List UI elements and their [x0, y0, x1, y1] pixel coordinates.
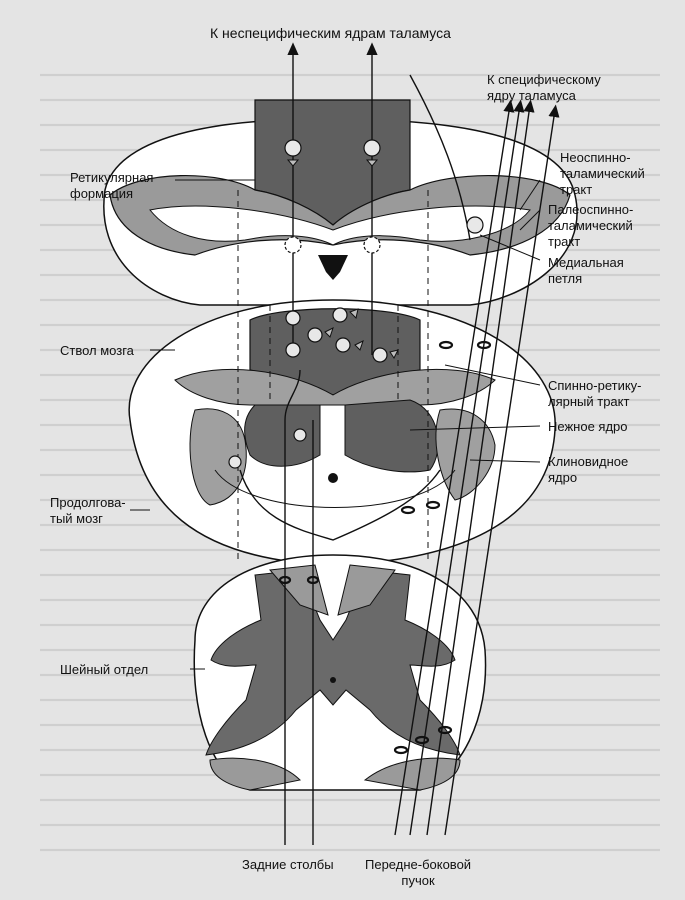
label-dorsal-columns: Задние столбы	[242, 857, 334, 872]
label-gracile-nucleus: Нежное ядро	[548, 419, 628, 434]
leader-lines	[130, 179, 541, 670]
label-reticular-formation: Ретикулярная формация	[70, 170, 154, 201]
central-canal-medulla	[328, 473, 338, 483]
central-canal-cervical	[330, 677, 336, 683]
label-cuneate-nucleus: Клиновидное ядро	[548, 454, 629, 485]
cerebral-aqueduct	[318, 255, 348, 280]
cervical-gray-matter	[205, 569, 461, 756]
dashed-guides	[237, 190, 429, 560]
label-spinoreticular: Спинно-ретику- лярный тракт	[548, 378, 642, 409]
midbrain-inner-white	[149, 205, 531, 246]
cervical-section	[193, 554, 487, 791]
medulla-inner-curve	[214, 469, 456, 508]
gracile-nucleus-shape	[344, 399, 439, 473]
dorsal-horn-gray-right	[337, 564, 396, 616]
tract-rings	[278, 340, 492, 755]
ventral-white-left	[209, 757, 302, 791]
label-nonspecific-thalamic: К неспецифическим ядрам таламуса	[210, 25, 451, 41]
label-paleospinothalamic: Палеоспинно- таламический тракт	[548, 202, 634, 249]
neuron-bodies	[228, 139, 484, 469]
label-specific-nucleus: К специфическому ядру таламуса	[487, 72, 601, 103]
label-cervical: Шейный отдел	[60, 662, 149, 677]
label-neospinothalamic: Неоспинно- таламический тракт	[560, 150, 645, 197]
label-brainstem: Ствол мозга	[60, 343, 134, 358]
pathway-lines	[239, 42, 560, 845]
label-medulla: Продолгова- тый мозг	[50, 495, 126, 526]
synapse-markers	[286, 159, 399, 359]
label-anterolateral: Передне-боковой пучок	[365, 857, 472, 888]
cuneate-nucleus-shape-left	[244, 404, 321, 467]
midbrain-section	[103, 99, 578, 306]
label-medial-lemniscus: Медиальная петля	[548, 255, 624, 286]
